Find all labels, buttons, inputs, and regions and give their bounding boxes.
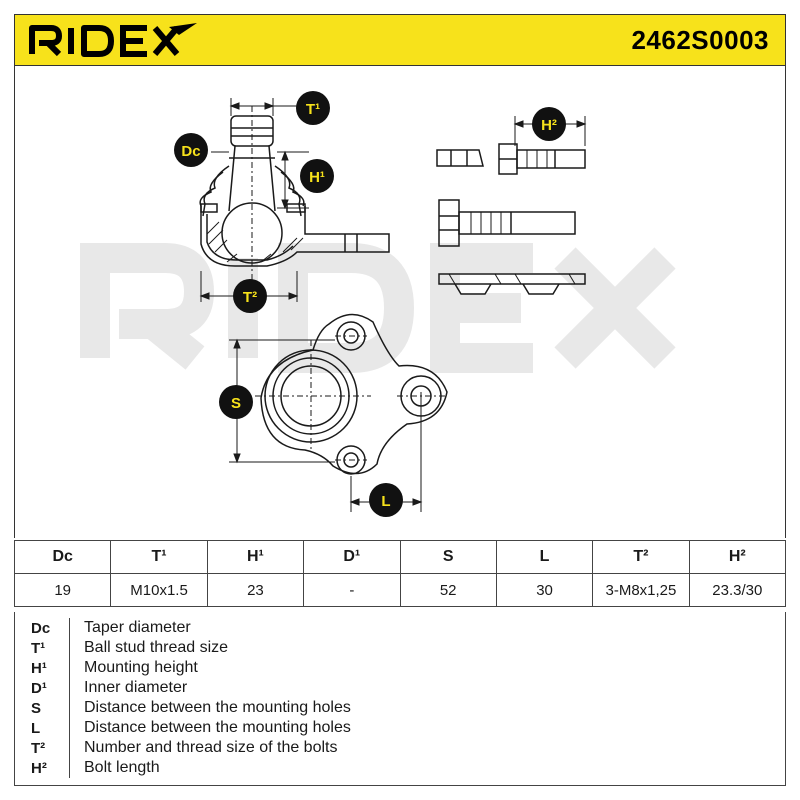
legend-item: L Distance between the mounting holes [15, 718, 785, 738]
legend-item: T² Number and thread size of the bolts [15, 738, 785, 758]
spec-value-dc: 19 [13, 573, 112, 607]
drawing-frame: T¹ Dc H¹ H² T² S [14, 66, 786, 538]
legend-desc: Inner diameter [69, 678, 785, 698]
badge-dc: Dc [174, 133, 208, 167]
badge-dc-text: Dc [181, 143, 200, 160]
hardware-parts [436, 143, 586, 295]
legend-code: H² [31, 759, 47, 777]
spec-value-h1: 23 [206, 573, 305, 607]
legend-code: H¹ [31, 659, 47, 677]
spec-value-row: 19 M10x1.5 23 - 52 30 3-M8x1,25 23.3/30 [13, 573, 787, 607]
spec-value-h2: 23.3/30 [688, 573, 787, 607]
badge-t2: T² [233, 279, 267, 313]
spec-table: Dc T¹ H¹ D¹ S L T² H² 19 M10x1.5 23 - 52… [13, 540, 787, 607]
section-hatching [206, 221, 304, 263]
legend-item: H² Bolt length [15, 758, 785, 778]
legend-desc: Distance between the mounting holes [69, 698, 785, 718]
badge-h1: H¹ [300, 159, 334, 193]
part-number: 2462S0003 [631, 25, 769, 55]
legend-desc: Taper diameter [69, 618, 785, 638]
spec-header-row: Dc T¹ H¹ D¹ S L T² H² [13, 540, 787, 574]
legend-desc: Distance between the mounting holes [69, 718, 785, 738]
spec-value-d1: - [303, 573, 401, 607]
spec-header-t1: T¹ [110, 540, 208, 574]
spec-value-s: 52 [399, 573, 497, 607]
badge-s-text: S [231, 395, 241, 412]
legend-desc: Bolt length [69, 758, 785, 778]
badge-t2-text: T² [243, 289, 257, 306]
legend-item: Dc Taper diameter [15, 618, 785, 638]
legend-code: S [31, 699, 42, 717]
flange-centerlines [255, 335, 445, 461]
badge-h2: H² [532, 107, 566, 141]
legend-code: D¹ [31, 679, 47, 697]
legend-item: T¹ Ball stud thread size [15, 638, 785, 658]
spec-value-l: 30 [495, 573, 594, 607]
legend-desc: Ball stud thread size [69, 638, 785, 658]
spec-header-d1: D¹ [303, 540, 401, 574]
badge-l-text: L [381, 493, 390, 510]
spec-header-h1: H¹ [206, 540, 305, 574]
bolt-thread-hatching [448, 150, 576, 285]
brand-logo [29, 23, 199, 62]
legend-item: S Distance between the mounting holes [15, 698, 785, 718]
badge-h1-text: H¹ [309, 169, 325, 186]
legend: Dc Taper diameter T¹ Ball stud thread si… [14, 612, 786, 786]
legend-code: T² [31, 739, 46, 757]
legend-code: L [31, 719, 41, 737]
badge-l: L [369, 483, 403, 517]
badge-t1-text: T¹ [306, 101, 320, 118]
spec-header-s: S [399, 540, 497, 574]
spec-value-t1: M10x1.5 [110, 573, 208, 607]
legend-code: Dc [31, 619, 51, 637]
legend-desc: Mounting height [69, 658, 785, 678]
spec-value-t2: 3-M8x1,25 [592, 573, 690, 607]
header-bar: 2462S0003 [14, 14, 786, 66]
spec-header-dc: Dc [13, 540, 112, 574]
spec-header-t2: T² [592, 540, 690, 574]
badge-s: S [219, 385, 253, 419]
badge-h2-text: H² [541, 117, 557, 134]
spec-header-l: L [495, 540, 594, 574]
spec-header-h2: H² [688, 540, 787, 574]
legend-desc: Number and thread size of the bolts [69, 738, 785, 758]
legend-item: D¹ Inner diameter [15, 678, 785, 698]
watermark-logo [80, 243, 676, 373]
legend-item: H¹ Mounting height [15, 658, 785, 678]
technical-drawing: T¹ Dc H¹ H² T² S [80, 91, 676, 517]
ridex-logo-graphic [29, 23, 197, 57]
legend-code: T¹ [31, 639, 46, 657]
badge-t1: T¹ [296, 91, 330, 125]
